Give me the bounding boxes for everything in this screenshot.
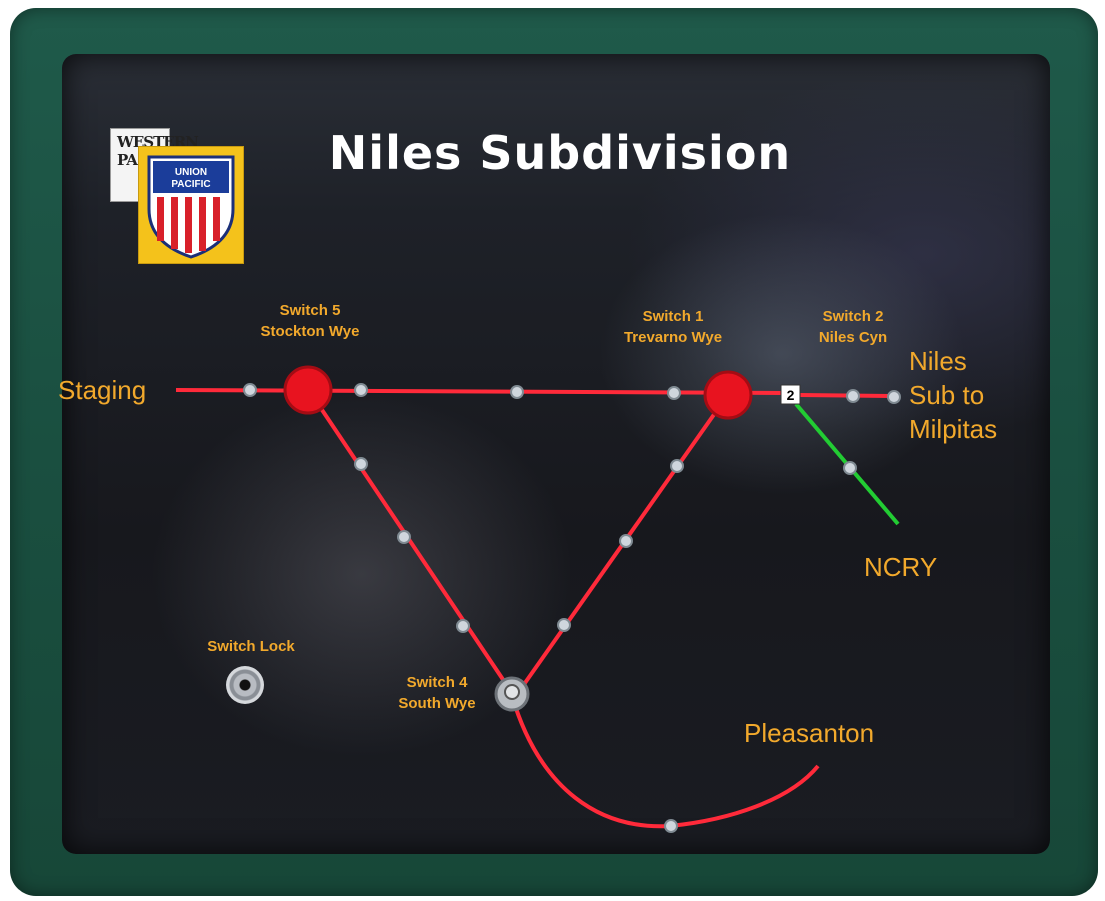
label-switch2-line2: Niles Cyn — [818, 329, 888, 346]
led-niles-1 — [846, 389, 860, 403]
switch1-button[interactable] — [703, 370, 753, 420]
panel-title: Niles Subdivision — [328, 126, 792, 180]
indicator-leds — [243, 383, 901, 833]
label-switch1-line1: Switch 1 — [642, 308, 704, 325]
svg-text:UNION: UNION — [175, 167, 207, 178]
label-switch5-line1: Switch 5 — [279, 302, 341, 319]
label-niles-line3: Milpitas — [909, 414, 998, 444]
switch5-button[interactable] — [283, 365, 333, 415]
label-switch4: Switch 4 South Wye — [382, 672, 492, 714]
led-wye-left-3 — [456, 619, 470, 633]
label-switch5-line2: Stockton Wye — [260, 323, 360, 340]
label-niles-sub: Niles Sub to Milpitas — [909, 344, 997, 446]
led-pleasanton — [664, 819, 678, 833]
label-switch2: Switch 2 Niles Cyn — [798, 306, 908, 348]
label-niles-line1: Niles — [909, 346, 967, 376]
track-wye-left — [308, 390, 512, 692]
led-wye-right-1 — [670, 459, 684, 473]
track-pleasanton — [510, 695, 820, 829]
led-ncry — [843, 461, 857, 475]
led-main-mid — [510, 385, 524, 399]
union-pacific-shield-icon: UNION PACIFIC — [147, 155, 235, 259]
label-ncry: NCRY — [864, 552, 938, 582]
label-staging: Staging — [58, 375, 147, 405]
label-switch1-line2: Trevarno Wye — [623, 329, 723, 346]
track-niles-line — [799, 393, 891, 398]
led-before-switch1 — [667, 386, 681, 400]
led-wye-left-2 — [397, 530, 411, 544]
switch4-toggle-lever[interactable] — [504, 684, 520, 700]
led-wye-right-2 — [619, 534, 633, 548]
led-wye-right-3 — [557, 618, 571, 632]
svg-text:PACIFIC: PACIFIC — [171, 179, 210, 190]
label-switch-lock: Switch Lock — [207, 638, 295, 655]
label-pleasanton: Pleasanton — [744, 718, 875, 748]
label-switch4-line1: Switch 4 — [406, 674, 468, 691]
switch-lock-keyhole[interactable] — [226, 666, 264, 704]
label-switch5: Switch 5 Stockton Wye — [230, 300, 390, 342]
led-after-switch5 — [354, 383, 368, 397]
label-switch1: Switch 1 Trevarno Wye — [598, 306, 748, 348]
led-staging — [243, 383, 257, 397]
label-switch2-line1: Switch 2 — [822, 308, 884, 325]
led-niles-2 — [887, 390, 901, 404]
union-pacific-logo: UNION PACIFIC — [138, 146, 244, 264]
label-niles-line2: Sub to — [909, 380, 985, 410]
label-switch4-line2: South Wye — [398, 695, 476, 712]
track-main-line — [175, 388, 783, 395]
switch2-marker-box — [780, 384, 801, 405]
switch2-marker: 2 — [787, 387, 795, 403]
led-wye-left-1 — [354, 457, 368, 471]
